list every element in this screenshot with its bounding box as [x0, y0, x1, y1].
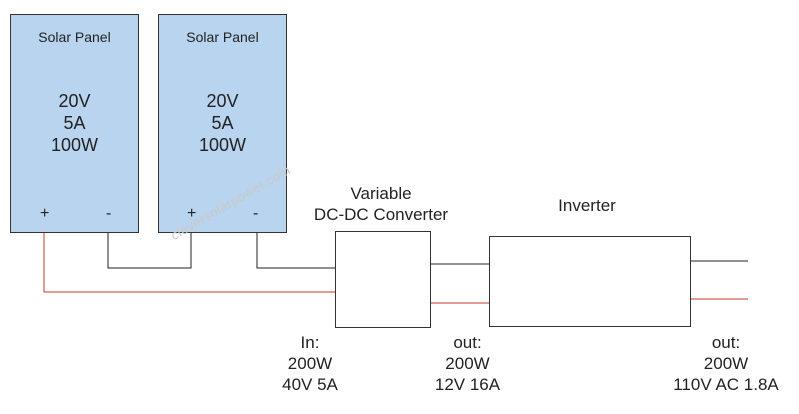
negative-terminal: -	[106, 205, 112, 222]
panel-power: 100W	[50, 135, 99, 155]
positive-wire	[43, 232, 335, 293]
input-spec-line3: 40V 5A	[282, 375, 338, 394]
negative-terminal: -	[253, 205, 259, 222]
panel-title: Solar Panel	[38, 29, 111, 45]
solar-panel-1: Solar Panel 20V 5A 100W + -	[10, 14, 139, 233]
panel-current: 5A	[63, 113, 86, 133]
inverter-box	[489, 236, 691, 327]
panel-voltage: 20V	[58, 91, 91, 111]
converter-label-line1: Variable	[350, 184, 412, 203]
input-spec-line2: 200W	[287, 354, 333, 373]
converter-output-spec: out: 200W 12V 16A	[420, 332, 515, 395]
converter-output-line1: out:	[453, 333, 482, 352]
panel-power: 100W	[198, 135, 247, 155]
converter-label: Variable DC-DC Converter	[305, 183, 457, 225]
converter-output-line3: 12V 16A	[434, 375, 501, 394]
inverter-output-line2: 200W	[703, 354, 749, 373]
converter-output-line2: 200W	[445, 354, 490, 373]
panel-voltage: 20V	[206, 91, 239, 111]
negative-wire	[256, 232, 335, 269]
input-spec-line1: In:	[300, 333, 320, 352]
solar-panel-2: Solar Panel 20V 5A 100W + -	[158, 14, 287, 233]
panel-current: 5A	[211, 113, 234, 133]
panel-title: Solar Panel	[186, 29, 259, 45]
dc-dc-converter-box	[335, 231, 431, 328]
positive-terminal: +	[187, 205, 197, 222]
inverter-output-line1: out:	[711, 333, 741, 352]
converter-label-line2: DC-DC Converter	[313, 205, 449, 224]
series-wire	[107, 232, 192, 269]
positive-terminal: +	[40, 205, 50, 222]
inverter-output-spec: out: 200W 110V AC 1.8A	[662, 332, 790, 395]
input-spec: In: 200W 40V 5A	[265, 332, 355, 395]
inverter-label: Inverter	[558, 196, 616, 215]
inverter-output-line3: 110V AC 1.8A	[673, 375, 779, 394]
